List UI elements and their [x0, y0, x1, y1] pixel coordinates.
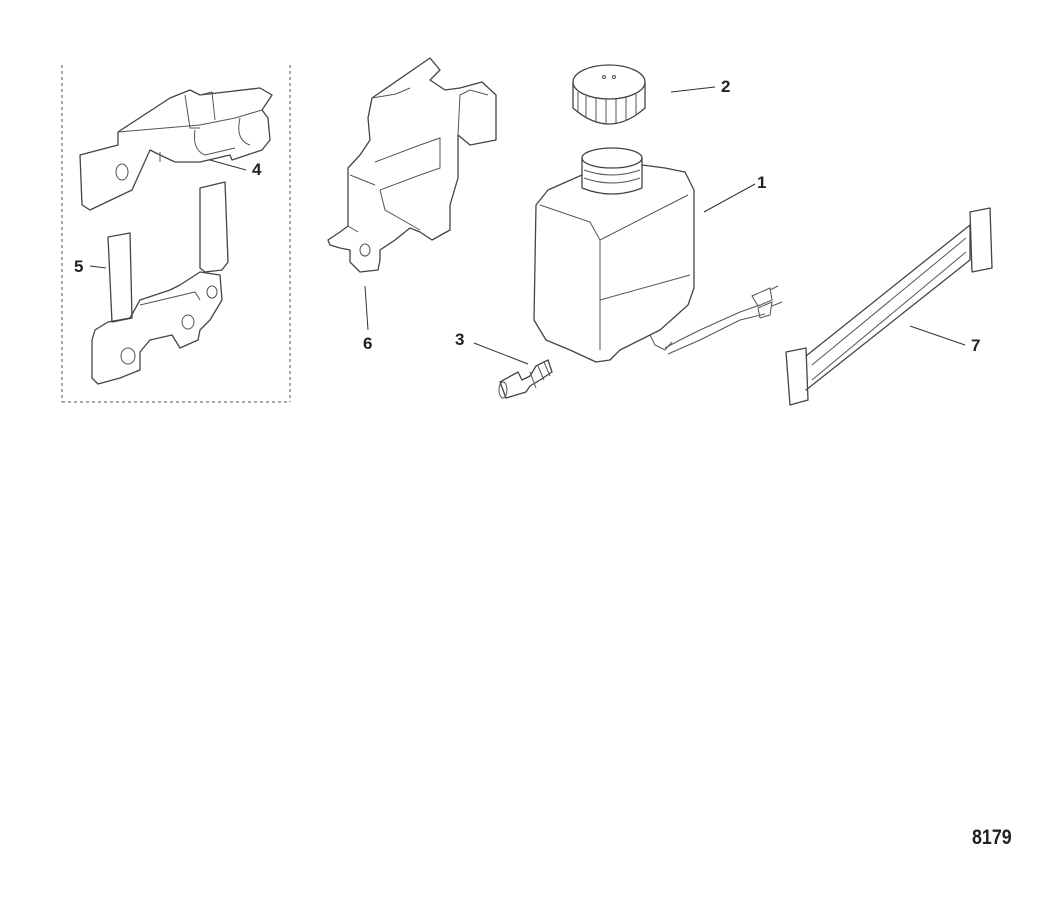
- callout-2: 2: [721, 77, 731, 96]
- callout-7: 7: [971, 336, 981, 355]
- callout-1: 1: [757, 173, 767, 192]
- reservoir-part-1: [533, 147, 783, 363]
- callout-4: 4: [252, 160, 262, 179]
- mounting-bracket-part-6: [327, 57, 497, 273]
- kit-outline: [61, 65, 291, 403]
- fitting-part-3: [498, 359, 553, 399]
- callout-6: 6: [363, 334, 373, 353]
- callout-3: 3: [455, 330, 465, 349]
- leader-lines: [89, 86, 966, 365]
- callout-5: 5: [74, 257, 84, 276]
- strap-part-7: [785, 207, 993, 406]
- figure-number: 8179: [972, 826, 1012, 849]
- clip-bracket-part-4: [79, 87, 273, 211]
- reservoir-cap-part-2: [572, 64, 646, 125]
- lower-bracket-part-5: [91, 181, 229, 385]
